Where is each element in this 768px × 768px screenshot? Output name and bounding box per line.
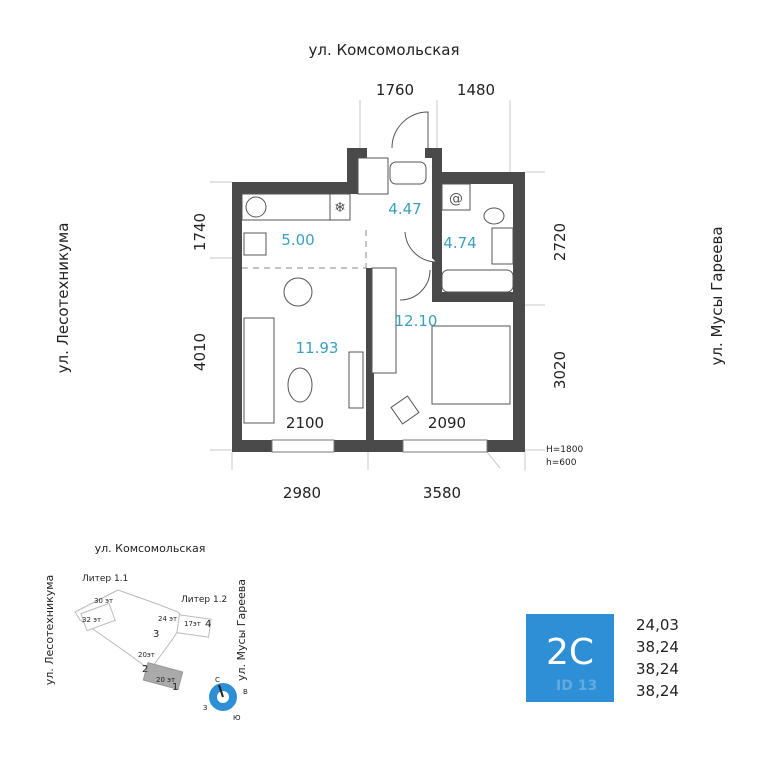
area-list: 24,03 38,24 38,24 38,24 (636, 614, 679, 702)
dim-top-right: 1480 (457, 81, 495, 99)
apartment-type-badge: 2С ID 13 (526, 614, 614, 702)
liter-1-1: Литер 1.1 (82, 574, 128, 584)
minimap-street-right: ул. Мусы Гареева (235, 579, 248, 681)
walls (232, 148, 525, 453)
street-right: ул. Мусы Гареева (708, 226, 726, 365)
street-top: ул. Комсомольская (308, 41, 459, 59)
svg-text:@: @ (449, 191, 463, 207)
dim-top-left: 1760 (376, 81, 414, 99)
liter-1-2: Литер 1.2 (181, 595, 227, 605)
street-left: ул. Лесотехникума (54, 223, 72, 374)
compass-icon: С В Ю З (203, 676, 248, 722)
floors-label: 30 эт (94, 597, 113, 605)
compass-east: В (243, 688, 248, 696)
room-area-hall: 4.47 (388, 200, 421, 218)
freezer-icon: ❄ (334, 200, 346, 216)
furniture: ❄ @ (241, 111, 514, 425)
apartment-type-label: 2С (545, 632, 595, 673)
area-value: 38,24 (636, 660, 679, 678)
apartment-id-watermark: ID 13 (556, 678, 598, 694)
room-area-kitchen: 5.00 (281, 231, 314, 249)
site-minimap: ул. Комсомольская ул. Лесотехникума ул. … (43, 542, 248, 722)
area-value: 38,24 (636, 682, 679, 700)
minimap-street-top: ул. Комсомольская (95, 542, 206, 555)
section-number: 4 (205, 619, 211, 630)
dim-inner-left: 2100 (286, 414, 324, 432)
compass-south: Ю (233, 714, 241, 722)
area-value: 24,03 (636, 616, 679, 634)
dim-right-bottom: 3020 (551, 351, 569, 389)
floors-label: 32 эт (82, 616, 101, 624)
dim-right-top: 2720 (551, 223, 569, 261)
dim-inner-right: 2090 (428, 414, 466, 432)
section-number: 2 (142, 664, 148, 675)
section-number: 3 (153, 629, 159, 640)
dim-bottom-left: 2980 (283, 484, 321, 502)
room-area-living: 11.93 (296, 339, 339, 357)
dim-left-bottom: 4010 (191, 333, 209, 371)
minimap-street-left: ул. Лесотехникума (43, 575, 56, 686)
window-height: H=1800 (546, 445, 583, 455)
section-number: 1 (172, 682, 178, 693)
room-area-bathroom: 4.74 (443, 234, 476, 252)
dim-bottom-right: 3580 (423, 484, 461, 502)
floors-label: 20эт (138, 651, 155, 659)
room-area-bedroom: 12.10 (395, 312, 438, 330)
dimension-lines (210, 100, 545, 470)
compass-west: З (203, 704, 208, 712)
compass-north: С (215, 676, 220, 684)
window-sill-height: h=600 (546, 458, 577, 468)
floors-label: 24 эт (158, 615, 177, 623)
area-value: 38,24 (636, 638, 679, 656)
dim-left-top: 1740 (191, 213, 209, 251)
floors-label: 20 эт (156, 676, 175, 684)
floors-label: 17эт (184, 620, 201, 628)
